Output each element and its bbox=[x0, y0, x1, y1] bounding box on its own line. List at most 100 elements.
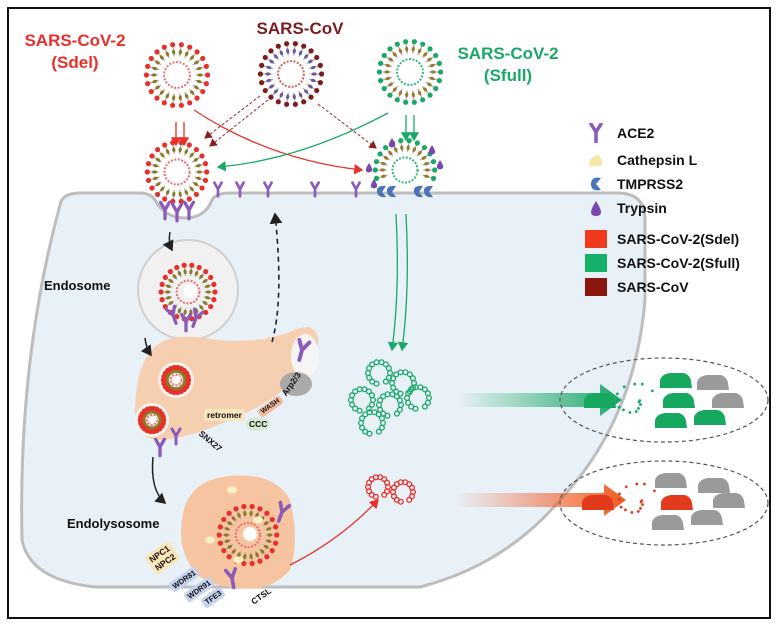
vesicle-virion bbox=[160, 364, 192, 396]
sars-cov-virion bbox=[257, 41, 325, 107]
sfull-culture-ellipse bbox=[559, 357, 769, 443]
sdel-culture-ellipse bbox=[559, 460, 769, 546]
ace2-receptor-icon bbox=[191, 307, 205, 328]
legend-item-sdel: SARS-CoV-2(Sdel) bbox=[585, 229, 739, 249]
virion-dot bbox=[640, 382, 644, 386]
cathepsin-l-icon bbox=[205, 536, 215, 544]
target-cell bbox=[652, 515, 684, 530]
tmprss2-icon bbox=[376, 185, 386, 198]
endolysosome bbox=[181, 475, 295, 589]
virion-dot bbox=[624, 485, 628, 489]
legend-item-cathepsin-l: Cathepsin L bbox=[585, 150, 697, 170]
tmprss2-icon bbox=[413, 185, 423, 198]
sarscov-to-ace2-arrow bbox=[204, 95, 261, 139]
virion-dot bbox=[617, 498, 621, 501]
virion-dot bbox=[636, 510, 640, 513]
target-cell bbox=[691, 510, 723, 525]
sarscov-to-tmprss2-arrow bbox=[317, 103, 377, 149]
virion-dot bbox=[619, 505, 623, 509]
virion-dot bbox=[615, 398, 619, 401]
sfull-rna-ring bbox=[357, 409, 387, 437]
legend-item-ace2: ACE2 bbox=[585, 123, 654, 143]
virion-dot bbox=[617, 405, 621, 409]
ace2-receptor-icon bbox=[153, 437, 167, 458]
lysosome-arrow bbox=[151, 456, 167, 504]
sars-cov-swatch-icon bbox=[585, 278, 607, 296]
target-cell bbox=[661, 495, 693, 510]
release-arrow bbox=[289, 499, 379, 566]
sfull-infection-arrow bbox=[458, 384, 622, 416]
ace2-receptor-icon bbox=[310, 181, 320, 198]
sdel-rna-ring bbox=[389, 479, 417, 505]
cathepsin-l-icon bbox=[585, 151, 607, 169]
ace2-receptor-icon bbox=[213, 181, 223, 198]
ace2-receptor-icon bbox=[297, 337, 312, 362]
legend-item-tmprss2: TMPRSS2 bbox=[585, 174, 683, 194]
recycling-arrow bbox=[269, 212, 283, 343]
tmprss2-icon bbox=[585, 175, 607, 193]
trypsin-icon bbox=[585, 199, 607, 217]
target-cell bbox=[655, 473, 687, 488]
target-cell bbox=[663, 393, 695, 408]
ace2-receptor-icon bbox=[224, 567, 238, 590]
sdel-virus-title: SARS-CoV-2 (Sdel) bbox=[24, 31, 126, 72]
bound-sdel-virion bbox=[144, 140, 210, 204]
legend-item-sfull: SARS-CoV-2(Sfull) bbox=[585, 253, 740, 273]
trypsin-icon bbox=[428, 145, 436, 155]
target-cell bbox=[713, 493, 745, 508]
legend-item-trypsin: Trypsin bbox=[585, 198, 667, 218]
virion-dot bbox=[641, 503, 644, 506]
cathepsin-l-icon bbox=[253, 516, 263, 524]
sdel-virion bbox=[143, 42, 211, 108]
virion-dot bbox=[634, 410, 638, 413]
sorting-endosome bbox=[135, 327, 319, 440]
sars-cov-virus-title: SARS-CoV bbox=[256, 19, 344, 38]
ace2-receptor-icon bbox=[235, 181, 245, 198]
virion-dot bbox=[639, 507, 642, 510]
virion-dot bbox=[651, 389, 654, 393]
ace2-receptor-icon bbox=[170, 427, 182, 446]
ace2-receptor-icon bbox=[164, 304, 178, 325]
virion-dot bbox=[653, 489, 656, 493]
vesicle-virion bbox=[137, 405, 167, 435]
virion-dot bbox=[637, 407, 640, 410]
target-cell bbox=[694, 410, 726, 425]
sdel-infection-arrow bbox=[456, 484, 626, 516]
trypsin-icon bbox=[388, 138, 396, 148]
target-cell bbox=[697, 375, 729, 390]
tmprss2-icon bbox=[386, 185, 396, 198]
endolysosome-label: Endolysosome bbox=[67, 516, 160, 531]
virion-dot bbox=[640, 499, 644, 503]
fusion-entry-arrow bbox=[397, 213, 409, 352]
sfull-rna-ring bbox=[403, 384, 433, 412]
arp23-complex bbox=[280, 372, 312, 396]
ace2-receptor-icon bbox=[182, 200, 196, 221]
sdel-rna-ring bbox=[364, 474, 392, 500]
sfull-rna-ring bbox=[347, 386, 377, 414]
target-cell bbox=[698, 478, 730, 493]
ace2-receptor-icon bbox=[170, 202, 184, 223]
target-cell bbox=[582, 495, 614, 510]
target-cell bbox=[712, 393, 744, 408]
virion-dot bbox=[618, 492, 621, 496]
ace2-receptor-icon bbox=[351, 181, 361, 198]
virion-dot bbox=[639, 403, 642, 406]
sfull-virion bbox=[376, 39, 444, 105]
virion-dot bbox=[622, 408, 625, 412]
virion-dot bbox=[628, 411, 632, 414]
virion-dot bbox=[622, 385, 626, 389]
sdel-to-tmprss2-arrow bbox=[193, 109, 364, 175]
tmprss2-icon bbox=[423, 185, 433, 198]
virion-dot bbox=[642, 482, 646, 486]
sfull-virus-title: SARS-CoV-2 (Sfull) bbox=[457, 44, 559, 85]
retromer-tag: retromer bbox=[204, 409, 245, 421]
fusing-sfull-virion bbox=[372, 138, 438, 184]
maturation-arrow bbox=[140, 337, 152, 357]
ace2-receptor-icon bbox=[158, 200, 172, 221]
sfull-to-ace2-arrow bbox=[216, 112, 389, 172]
virion-dot bbox=[635, 482, 639, 486]
target-cell bbox=[584, 393, 616, 408]
internalization-arrow bbox=[162, 231, 174, 252]
ace2-receptor-icon bbox=[179, 312, 193, 333]
